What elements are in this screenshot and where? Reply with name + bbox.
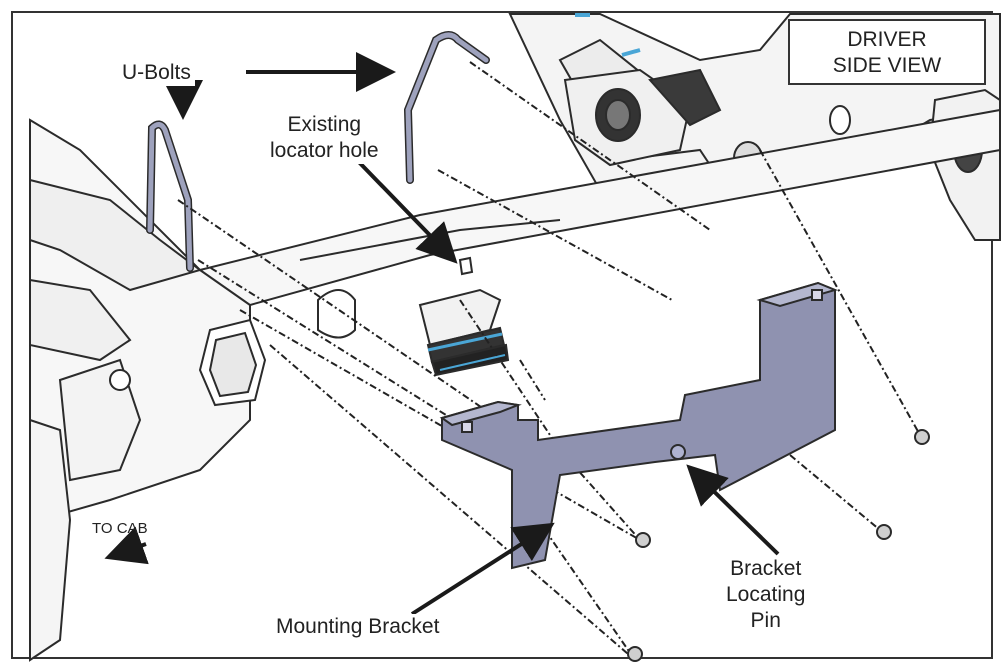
mounting-bracket [439,281,839,570]
locator-hole-arrow [353,156,458,264]
view-label-line1: DRIVER [847,28,927,51]
u-bolt-left [146,120,194,272]
locating-pin-label: Bracket Locating Pin [722,556,810,634]
locator-hole-line2: locator hole [270,139,379,162]
locator-hole-label: Existing locator hole [266,112,383,164]
spring-hanger [563,13,722,167]
mounting-bracket-label: Mounting Bracket [272,614,444,640]
locating-pin-line2: Locating [726,583,806,606]
flange-nuts [627,429,930,662]
view-label-line2: SIDE VIEW [832,54,942,77]
frame-rail-main [29,108,1001,662]
locating-pin-arrow [686,464,780,556]
figure-border [11,11,993,659]
mounting-bracket-arrow [410,522,555,616]
callout-arrows [104,52,780,616]
locating-pin-line1: Bracket [730,557,802,580]
u-bolts-label: U-Bolts [118,60,195,86]
u-bolt-right [403,31,490,184]
view-label-box: DRIVER SIDE VIEW [788,19,986,85]
to-cab-label: TO CAB [92,520,148,537]
alignment-lines [177,61,921,661]
locating-pin-line3: Pin [750,609,781,632]
locator-hole-line1: Existing [287,113,362,136]
to-cab-arrow [104,526,149,565]
bump-stop [418,256,510,377]
